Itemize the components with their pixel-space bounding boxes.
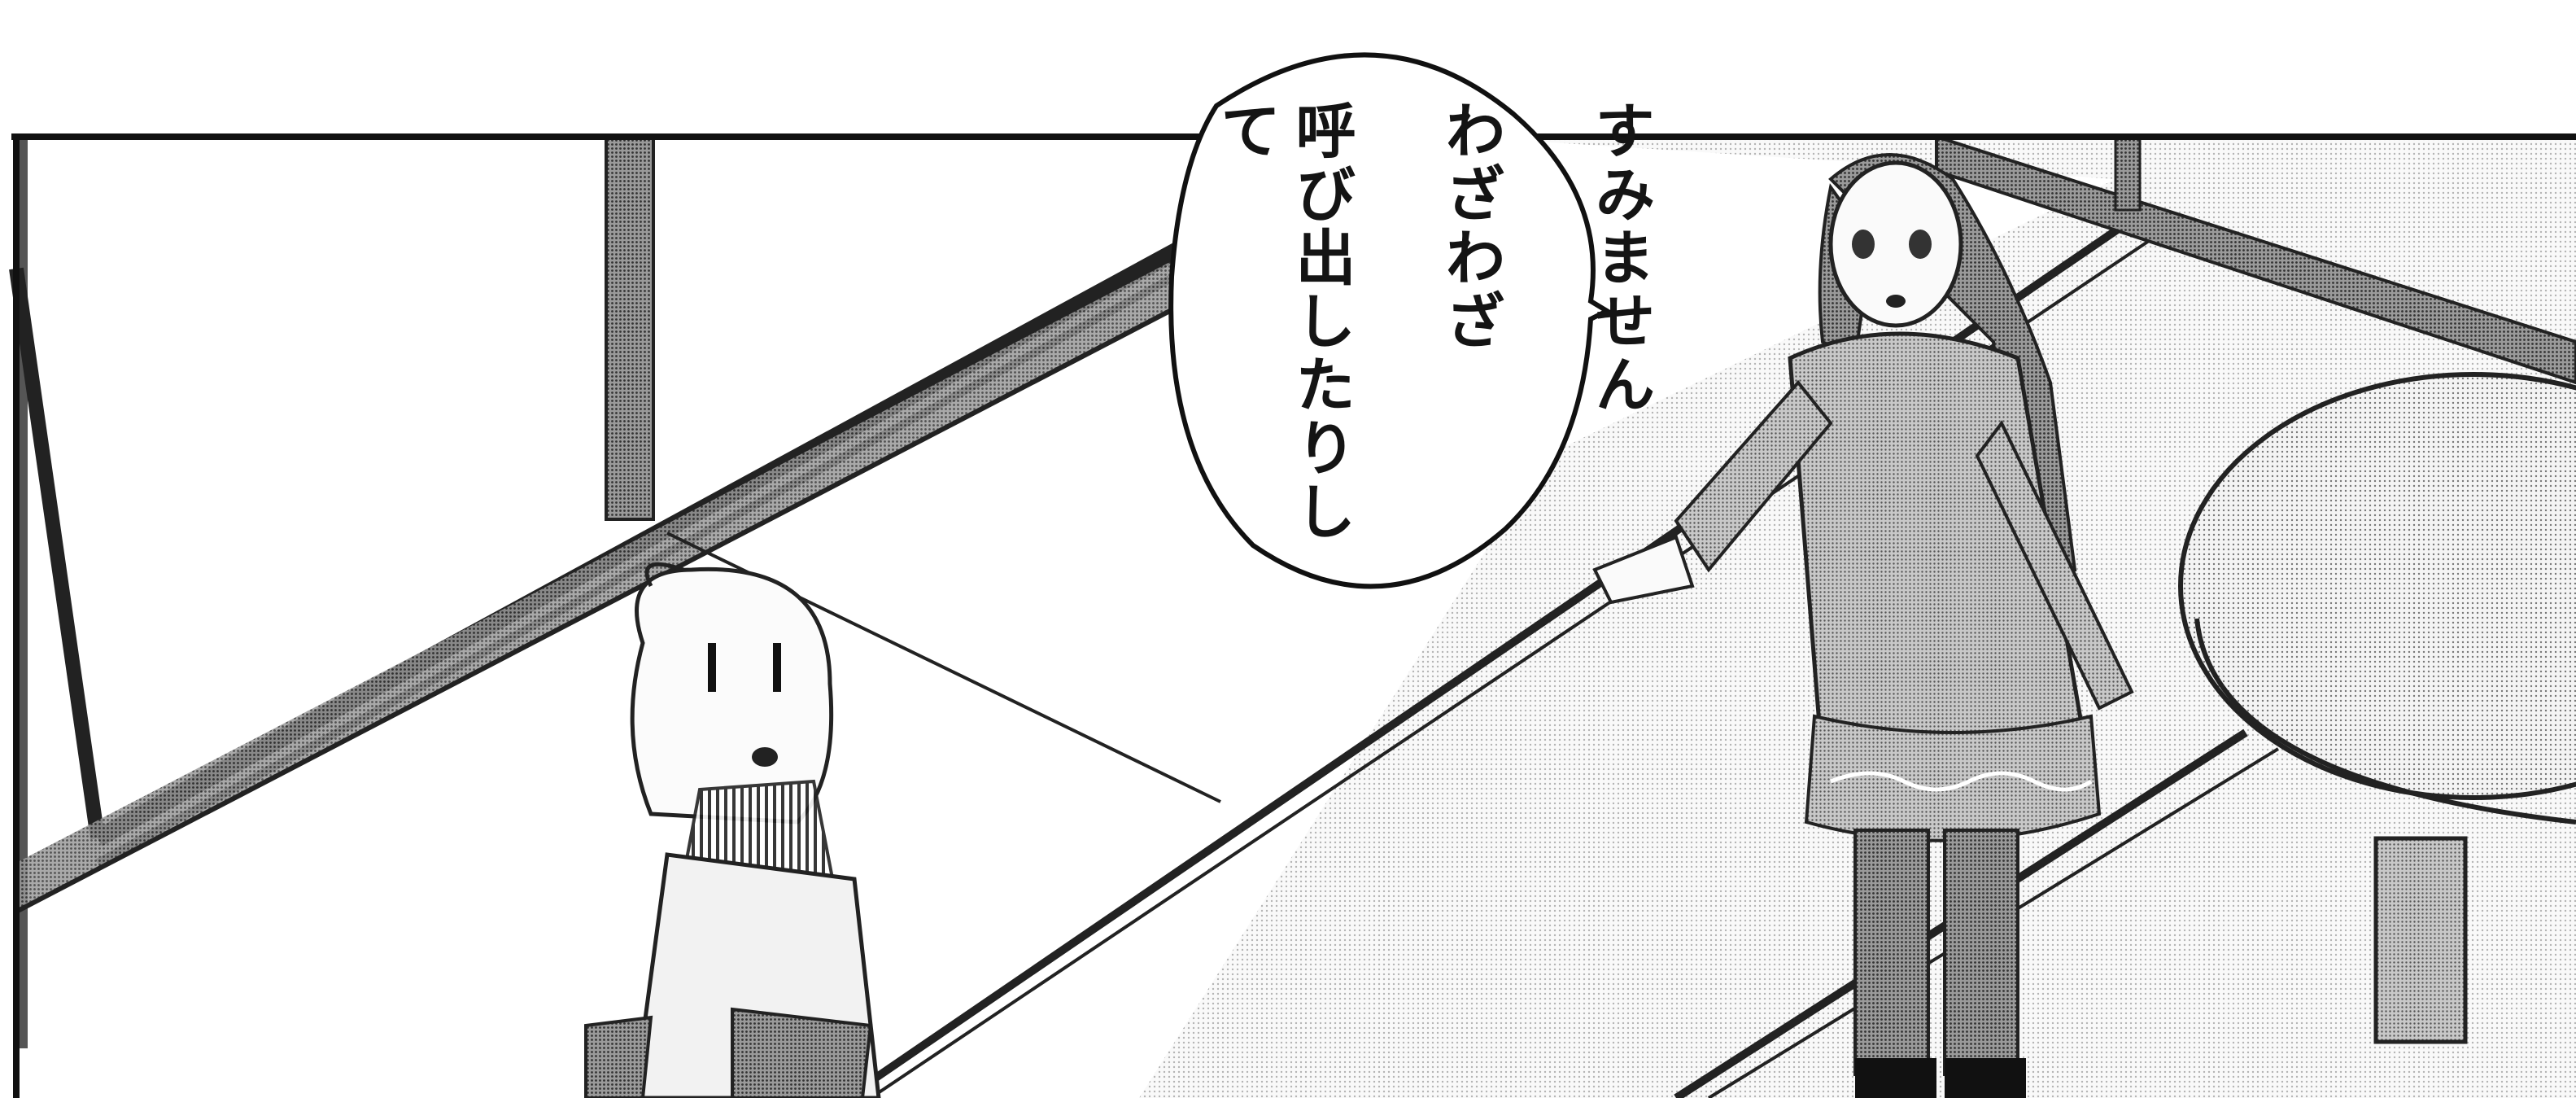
speech-bubble-line-1: すみません	[1585, 99, 1655, 417]
speech-bubble-line-2: わざわざ	[1435, 99, 1505, 353]
window-frame	[9, 135, 1209, 1048]
speech-bubble	[1168, 52, 1613, 589]
character-short-haired-girl	[584, 562, 881, 1098]
character-long-haired-girl	[1592, 153, 2134, 1098]
panel-interior	[9, 134, 2576, 1098]
speech-bubble-line-3: 呼び出したりして	[1211, 99, 1356, 544]
speech-bubble-shape	[1168, 52, 1613, 589]
speech-bubble-text: すみません わざわざ 呼び出したりして	[1208, 99, 1732, 555]
low-table	[2178, 372, 2576, 1044]
